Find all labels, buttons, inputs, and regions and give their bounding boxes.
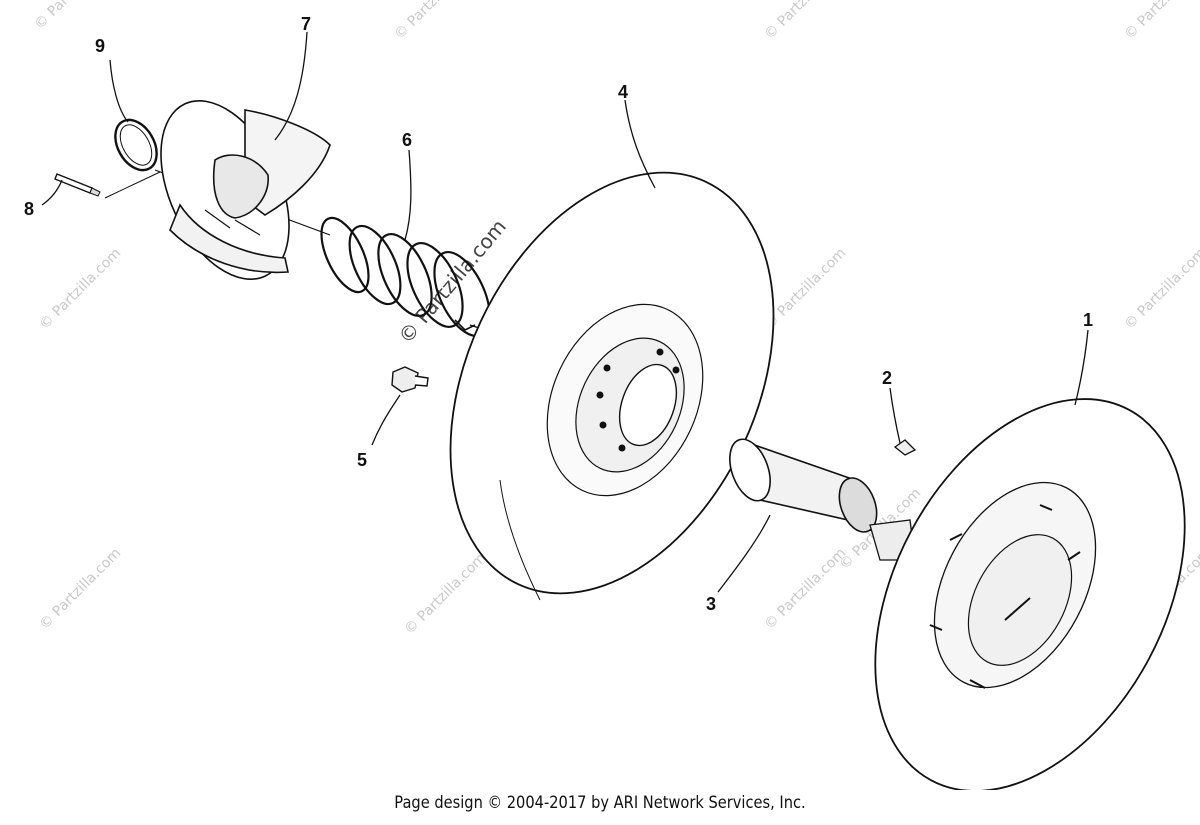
callout-3: 3 — [706, 594, 716, 614]
watermark: © Partzilla.com — [37, 245, 125, 333]
watermark: © Partzilla.com — [392, 0, 480, 43]
callout-4: 4 — [618, 82, 628, 102]
watermark: © Partzilla.com — [762, 545, 850, 633]
part-1-fixed-sheave[interactable] — [812, 346, 1200, 790]
watermark: © Partzilla.com — [32, 0, 120, 33]
watermark: © Partzilla.com — [37, 545, 125, 633]
callout-leaders — [41, 31, 1089, 593]
watermark: © Partzilla.com — [1122, 0, 1200, 43]
part-3-sleeve[interactable] — [722, 434, 883, 537]
callout-8: 8 — [24, 199, 34, 219]
callout-7: 7 — [301, 14, 311, 34]
page-footer-copyright: Page design © 2004-2017 by ARI Network S… — [394, 793, 806, 813]
callout-9: 9 — [95, 36, 105, 56]
part-9-retaining-ring[interactable] — [107, 113, 165, 178]
callout-5: 5 — [357, 450, 367, 470]
watermark: © Partzilla.com — [402, 550, 490, 638]
callout-6: 6 — [402, 130, 412, 150]
callout-2: 2 — [882, 368, 892, 388]
part-2-key[interactable] — [893, 439, 917, 456]
watermark: © Partzilla.com — [1122, 245, 1200, 333]
exploded-parts-diagram: © Partzilla.com © Partzilla.com © Partzi… — [24, 0, 1200, 790]
watermark: © Partzilla.com — [762, 0, 850, 43]
part-5-button[interactable] — [391, 366, 429, 393]
part-8-pin[interactable] — [54, 171, 161, 199]
part-7-cam[interactable] — [135, 81, 331, 300]
callout-1: 1 — [1083, 310, 1093, 330]
part-4-movable-sheave[interactable] — [387, 121, 837, 646]
watermark: © Partzilla.com — [762, 245, 850, 333]
callout-labels: 1 2 3 4 5 6 7 8 9 — [24, 14, 1093, 614]
